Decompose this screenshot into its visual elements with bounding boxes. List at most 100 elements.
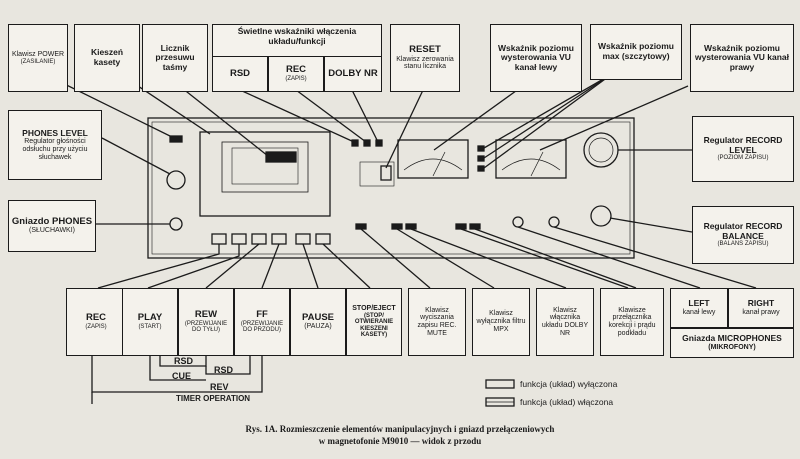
label-mic-right: RIGHT kanał prawy — [728, 288, 794, 328]
label-vu-right-title: Wskaźnik poziomu wysterowania VU kanał p… — [694, 42, 789, 72]
legend-on-text: funkcja (układ) włączona — [520, 397, 614, 407]
label-key-ff: FF (PRZEWIJANIE DO PRZODU) — [234, 288, 290, 356]
leader-rec — [295, 89, 367, 143]
label-reset: RESET Klawisz zerowania stanu licznika — [390, 24, 460, 92]
label-phones: Gniazdo PHONES (SŁUCHAWKI) — [8, 200, 96, 252]
label-key-pause: PAUSE (PAUZA) — [290, 288, 346, 356]
label-key-rec: REC (ZAPIS) — [66, 288, 126, 356]
key-play-shape — [231, 233, 247, 245]
leader-vu-left — [433, 87, 521, 151]
label-power-sub: (ZASILANIE) — [20, 58, 56, 65]
leader-dolby — [351, 89, 379, 143]
switch-mpx — [391, 223, 403, 230]
timer-rev-bracket — [91, 356, 263, 393]
vu-left-needle — [432, 151, 446, 177]
vu-right-scale — [501, 158, 561, 171]
leader-corr-1 — [460, 228, 629, 289]
label-correction: Klawisze przełącznika korekcji i prądu p… — [600, 288, 664, 356]
switch-corr-2 — [469, 223, 481, 230]
label-key-ff-title: FF — [256, 309, 268, 321]
switch-rec-mute — [355, 223, 367, 230]
cassette-window-inner — [231, 147, 299, 185]
label-key-rec-sub: (ZAPIS) — [85, 324, 107, 331]
label-vu-left: Wskaźnik poziomu wysterowania VU kanał l… — [490, 24, 582, 92]
counter-shape — [265, 151, 297, 163]
reset-key-shape — [380, 165, 392, 181]
label-key-rew-title: REW — [194, 309, 218, 321]
label-record-balance-title: Regulator RECORD BALANCE — [703, 221, 783, 241]
label-mic-group-sub: (MIKROFONY) — [708, 343, 756, 351]
led-dolby-shape — [375, 139, 383, 147]
cassette-door-shape — [199, 131, 331, 217]
leader-peak-3 — [483, 73, 613, 169]
mic-right-jack — [548, 216, 560, 228]
label-indicator-rec-text: REC — [285, 64, 307, 76]
label-indicator-dolby-text: DOLBY NR — [328, 67, 378, 79]
timer-rsd-bracket — [159, 356, 207, 367]
label-key-play-sub: (START) — [138, 324, 162, 331]
phones-jack — [169, 217, 183, 231]
label-mic-group-title: Gniazda MICROPHONES — [682, 333, 782, 344]
leader-record-balance — [609, 217, 693, 233]
label-mic-group: Gniazda MICROPHONES (MIKROFONY) — [670, 328, 794, 358]
chassis-outline — [147, 117, 635, 259]
leader-rec-mute — [360, 228, 431, 289]
leader-mic-left — [517, 226, 701, 289]
label-counter: Licznik przesuwu taśmy — [142, 24, 208, 92]
label-key-rew: REW (PRZEWIJANIE DO TYŁU) — [178, 288, 234, 356]
label-key-stop-title: STOP/EJECT — [352, 304, 396, 312]
label-key-ff-sub: (PRZEWIJANIE DO PRZODU) — [240, 320, 284, 334]
peak-led-3 — [477, 165, 485, 172]
peak-led-2 — [477, 155, 485, 162]
label-key-rec-title: REC — [85, 312, 107, 324]
label-correction-title: Klawisze przełącznika korekcji i prądu p… — [608, 306, 656, 337]
label-key-stop: STOP/EJECT (STOP/ OTWIERANIE KIESZENI KA… — [346, 288, 402, 356]
leader-counter — [181, 87, 269, 157]
figure-caption-line2: w magnetofonie M9010 — widok z przodu — [318, 435, 482, 446]
record-balance-knob — [590, 205, 612, 227]
label-mic-right-title: RIGHT — [747, 298, 775, 309]
led-rsd-shape — [351, 139, 359, 147]
key-ff-shape — [271, 233, 287, 245]
label-reset-title: RESET — [409, 44, 441, 55]
leader-peak-2 — [483, 73, 613, 159]
leader-rsd — [239, 89, 355, 143]
key-pause-shape — [295, 233, 311, 245]
label-mpx: Klawisz wyłącznika filtru MPX — [472, 288, 530, 356]
leader-rec-key — [97, 244, 220, 289]
label-record-level-sub: (POZIOM ZAPISU) — [717, 155, 769, 162]
leader-pause-key — [302, 243, 319, 289]
peak-led-1 — [477, 145, 485, 152]
label-phones-sub: (SŁUCHAWKI) — [28, 227, 76, 235]
leader-peak-1 — [483, 73, 613, 149]
label-vu-right: Wskaźnik poziomu wysterowania VU kanał p… — [690, 24, 794, 92]
record-level-knob-inner — [588, 137, 614, 163]
label-indicators-title: Świetlne wskaźniki włączenia układu/funk… — [237, 26, 357, 46]
label-mic-right-sub: kanał prawy — [742, 308, 780, 316]
mic-left-jack — [512, 216, 524, 228]
leader-mic-right — [553, 226, 757, 289]
label-mic-left: LEFT kanał lewy — [670, 288, 728, 328]
label-indicator-rsd-text: RSD — [229, 67, 251, 79]
label-key-stop-sub: (STOP/ OTWIERANIE KIESZENI KASETY) — [354, 312, 394, 339]
label-phones-level: PHONES LEVEL Regulator głośności odsłuch… — [8, 110, 102, 180]
label-rec-mute-title: Klawisz wyciszania zapisu REC. MUTE — [417, 306, 457, 337]
label-vu-left-title: Wskaźnik poziomu wysterowania VU kanał l… — [497, 42, 575, 72]
leader-stop-key — [322, 243, 371, 289]
label-phones-title: Gniazdo PHONES — [11, 215, 93, 227]
timer-rev-label: REV — [210, 382, 229, 392]
label-power-title: Klawisz POWER — [11, 50, 65, 58]
label-cassette: Kieszeń kasety — [74, 24, 140, 92]
leader-play-key — [147, 244, 240, 289]
label-phones-level-title: PHONES LEVEL — [22, 127, 88, 138]
label-dolby-key-title: Klawisz włącznika układu DOLBY NR — [541, 306, 589, 337]
power-key-shape — [169, 135, 183, 143]
timer-rsd-label: RSD — [174, 356, 194, 366]
label-key-pause-title: PAUSE — [301, 311, 335, 323]
label-key-rew-sub: (PRZEWIJANIE DO TYŁU) — [184, 320, 228, 334]
cassette-window-shape — [221, 141, 309, 193]
leader-rew-key — [205, 243, 260, 289]
key-rew-shape — [251, 233, 267, 245]
reset-key-frame — [359, 161, 395, 187]
